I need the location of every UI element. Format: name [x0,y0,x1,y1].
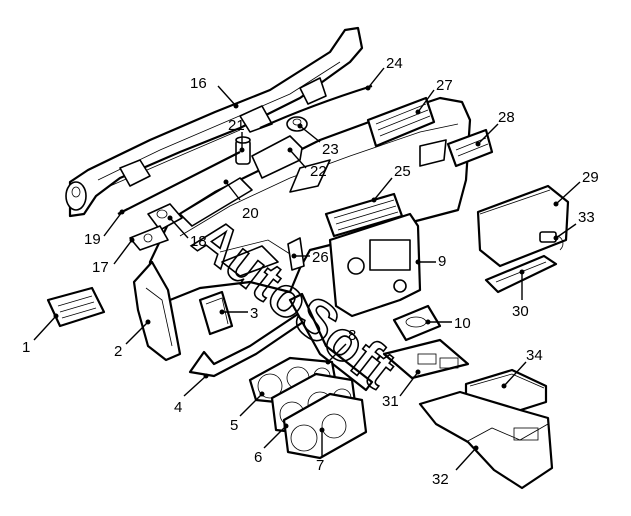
label-16: 16 [190,75,207,92]
label-28: 28 [498,109,515,126]
label-8: 8 [348,327,356,344]
part-2-side-panel [132,260,182,362]
label-1: 1 [22,339,30,356]
part-20-vent [179,177,253,227]
part-24-cable [259,84,373,130]
part-22-bracket [251,135,303,179]
label-2: 2 [114,343,122,360]
label-34: 34 [526,347,543,364]
part-29-glovebox [476,184,570,268]
label-25: 25 [394,163,411,180]
label-31: 31 [382,393,399,410]
part-8-side-rail [288,292,374,392]
label-18: 18 [190,233,207,250]
part-28-vent [446,128,494,168]
label-17: 17 [92,259,109,276]
label-27: 27 [436,77,453,94]
label-7: 7 [316,457,324,474]
label-26: 26 [312,249,329,266]
part-31-console-plate [382,338,470,380]
part-18-bracket [147,203,183,231]
label-24: 24 [386,55,403,72]
label-3: 3 [250,305,258,322]
label-20: 20 [242,205,259,222]
part-7-gauge-lens [282,392,368,460]
label-9: 9 [438,253,446,270]
part-26-lever [287,237,305,271]
label-6: 6 [254,449,262,466]
label-4: 4 [174,399,182,416]
part-9-centre-panel [328,212,422,318]
leader-lines [33,67,581,471]
part-19-rod [117,151,241,215]
part-32-floor-console [418,390,554,490]
label-22: 22 [310,163,327,180]
part-3-bezel [198,290,234,336]
label-5: 5 [230,417,238,434]
label-23: 23 [322,141,339,158]
label-29: 29 [582,169,599,186]
part-10-cupholder [392,304,442,342]
label-19: 19 [84,231,101,248]
label-33: 33 [578,209,595,226]
part-1-cover [46,286,106,328]
callout-labels: 1 2 3 4 5 6 7 8 9 10 16 17 18 19 20 21 2… [22,55,599,488]
label-21: 21 [228,117,245,134]
label-10: 10 [454,315,471,332]
label-32: 32 [432,471,449,488]
label-30: 30 [512,303,529,320]
part-17-bracket [129,225,169,251]
dashboard-panel [148,96,472,302]
part-16-crossmember [65,26,364,218]
